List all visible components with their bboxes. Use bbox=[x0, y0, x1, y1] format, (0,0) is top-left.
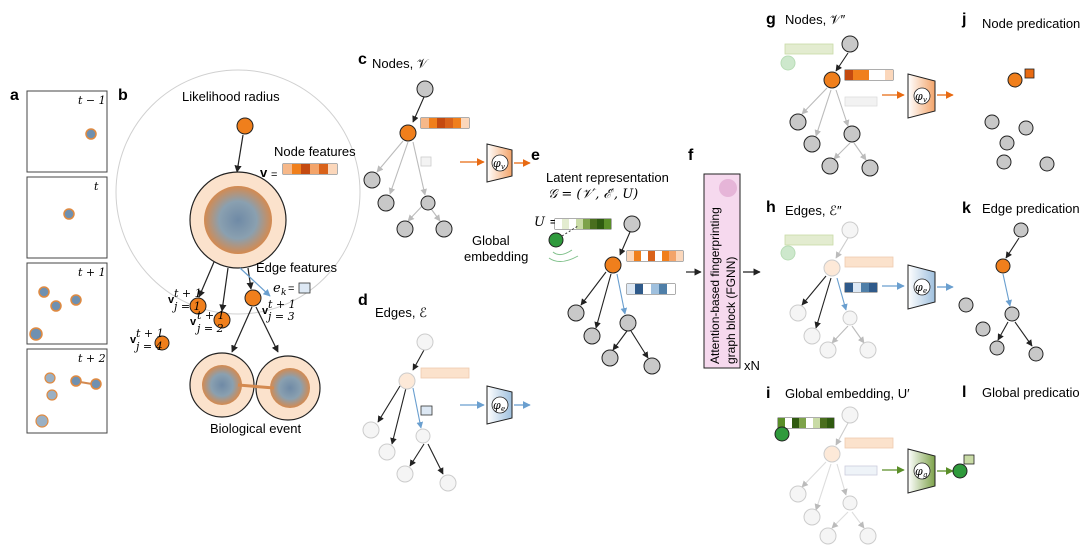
panel-a-frames: t − 1 t t + 1 t + 2 bbox=[26, 90, 108, 434]
svg-text:v: v bbox=[130, 334, 137, 346]
svg-text:e: e bbox=[501, 405, 505, 413]
panel-f-letter: f bbox=[688, 147, 694, 164]
repeat-label: xN bbox=[744, 358, 760, 373]
svg-text:j = 1: j = 1 bbox=[171, 300, 201, 313]
node-features-label: Node features bbox=[274, 144, 356, 159]
panel-k-graph bbox=[958, 222, 1044, 362]
frame-label-t: t bbox=[94, 180, 99, 193]
panel-h-title: Edges, ℰ″ bbox=[785, 203, 842, 218]
panel-i-graph bbox=[774, 406, 894, 545]
edge-feature-box bbox=[298, 282, 311, 294]
global-embedding-label-1: Global bbox=[472, 233, 510, 248]
panel-b-letter: b bbox=[118, 87, 128, 104]
panel-k-title: Edge predication bbox=[982, 201, 1080, 216]
svg-text:e: e bbox=[923, 287, 927, 295]
panel-c-title: Nodes, 𝒱 bbox=[372, 56, 430, 71]
candidate-node-2 bbox=[213, 311, 231, 329]
panel-k-letter: k bbox=[962, 200, 971, 217]
frame-label-t-minus-1: t − 1 bbox=[78, 94, 106, 107]
global-embedding-vector bbox=[554, 218, 612, 230]
panel-g-graph bbox=[780, 35, 894, 177]
likelihood-radius-circle bbox=[115, 69, 361, 315]
likelihood-radius-label: Likelihood radius bbox=[182, 89, 280, 104]
edge-vector-symbol: e bbox=[273, 281, 281, 296]
panel-g-letter: g bbox=[766, 11, 776, 28]
panel-j-letter: j bbox=[961, 11, 966, 28]
panel-j-graph bbox=[984, 68, 1055, 172]
panel-g-title: Nodes, 𝒱″ bbox=[785, 12, 846, 27]
svg-text:v: v bbox=[168, 294, 175, 306]
svg-text:t + 1: t + 1 bbox=[174, 287, 202, 300]
panel-e-title: Latent representation bbox=[546, 170, 669, 185]
edge-features-label: Edge features bbox=[256, 260, 337, 275]
node-t-minus-1 bbox=[236, 117, 254, 135]
svg-text:k: k bbox=[281, 288, 286, 298]
u-label: U = bbox=[534, 215, 560, 230]
svg-text:φ: φ bbox=[915, 465, 923, 478]
global-embedding-label-2: embedding bbox=[464, 249, 528, 264]
svg-text:g: g bbox=[923, 471, 928, 479]
svg-text:φ: φ bbox=[915, 281, 923, 294]
svg-text:=: = bbox=[288, 283, 294, 295]
svg-text:t + 1: t + 1 bbox=[136, 327, 164, 340]
fgnn-block bbox=[703, 173, 741, 369]
panel-h-letter: h bbox=[766, 199, 776, 216]
candidate-node-1 bbox=[189, 297, 207, 315]
panel-j-title: Node predication bbox=[982, 16, 1080, 31]
svg-text:t + 1: t + 1 bbox=[197, 309, 225, 322]
svg-text:v: v bbox=[262, 305, 269, 317]
panel-d-graph bbox=[362, 333, 470, 492]
panel-l-graph bbox=[952, 454, 975, 479]
panel-e-letter: e bbox=[531, 147, 540, 164]
panel-i-letter: i bbox=[766, 385, 770, 402]
panel-h-graph bbox=[780, 221, 894, 359]
svg-text:v: v bbox=[501, 163, 505, 171]
biological-event-label: Biological event bbox=[210, 421, 301, 436]
candidate-node-4 bbox=[154, 335, 170, 351]
svg-text:φ: φ bbox=[493, 157, 501, 170]
frame-label-t-plus-2: t + 2 bbox=[78, 352, 106, 365]
node-feature-vector bbox=[282, 163, 338, 175]
svg-text:j = 3: j = 3 bbox=[265, 310, 295, 323]
panel-l-title: Global predication bbox=[982, 385, 1080, 400]
panel-l-letter: l bbox=[962, 384, 966, 401]
svg-text:φ: φ bbox=[915, 90, 923, 103]
fgnn-block-line1: Attention-based fingerprinting bbox=[708, 207, 722, 364]
panel-c-graph bbox=[363, 80, 470, 238]
global-node bbox=[548, 232, 564, 248]
node-vector-symbol: v bbox=[260, 165, 268, 180]
svg-text:φ: φ bbox=[493, 399, 501, 412]
panel-e-graph bbox=[567, 215, 684, 375]
panel-d-letter: d bbox=[358, 292, 368, 309]
svg-text:j = 4: j = 4 bbox=[133, 340, 163, 353]
svg-text:j = 2: j = 2 bbox=[194, 322, 224, 335]
svg-text:v: v bbox=[190, 316, 197, 328]
candidate-node-3 bbox=[244, 289, 262, 307]
panel-a-letter: a bbox=[10, 87, 19, 104]
svg-text:t + 1: t + 1 bbox=[268, 298, 296, 311]
panel-d-title: Edges, ℰ bbox=[375, 305, 427, 320]
frame-label-t-plus-1: t + 1 bbox=[78, 266, 106, 279]
panel-c-letter: c bbox=[358, 51, 367, 68]
svg-text:=: = bbox=[271, 169, 277, 181]
svg-text:v: v bbox=[923, 96, 927, 104]
fgnn-block-line2: graph block (FGNN) bbox=[724, 257, 738, 364]
panel-i-title: Global embedding, U′ bbox=[785, 386, 910, 401]
panel-e-formula: 𝒢 = (𝒱′, ℰ′, U) bbox=[548, 187, 638, 202]
